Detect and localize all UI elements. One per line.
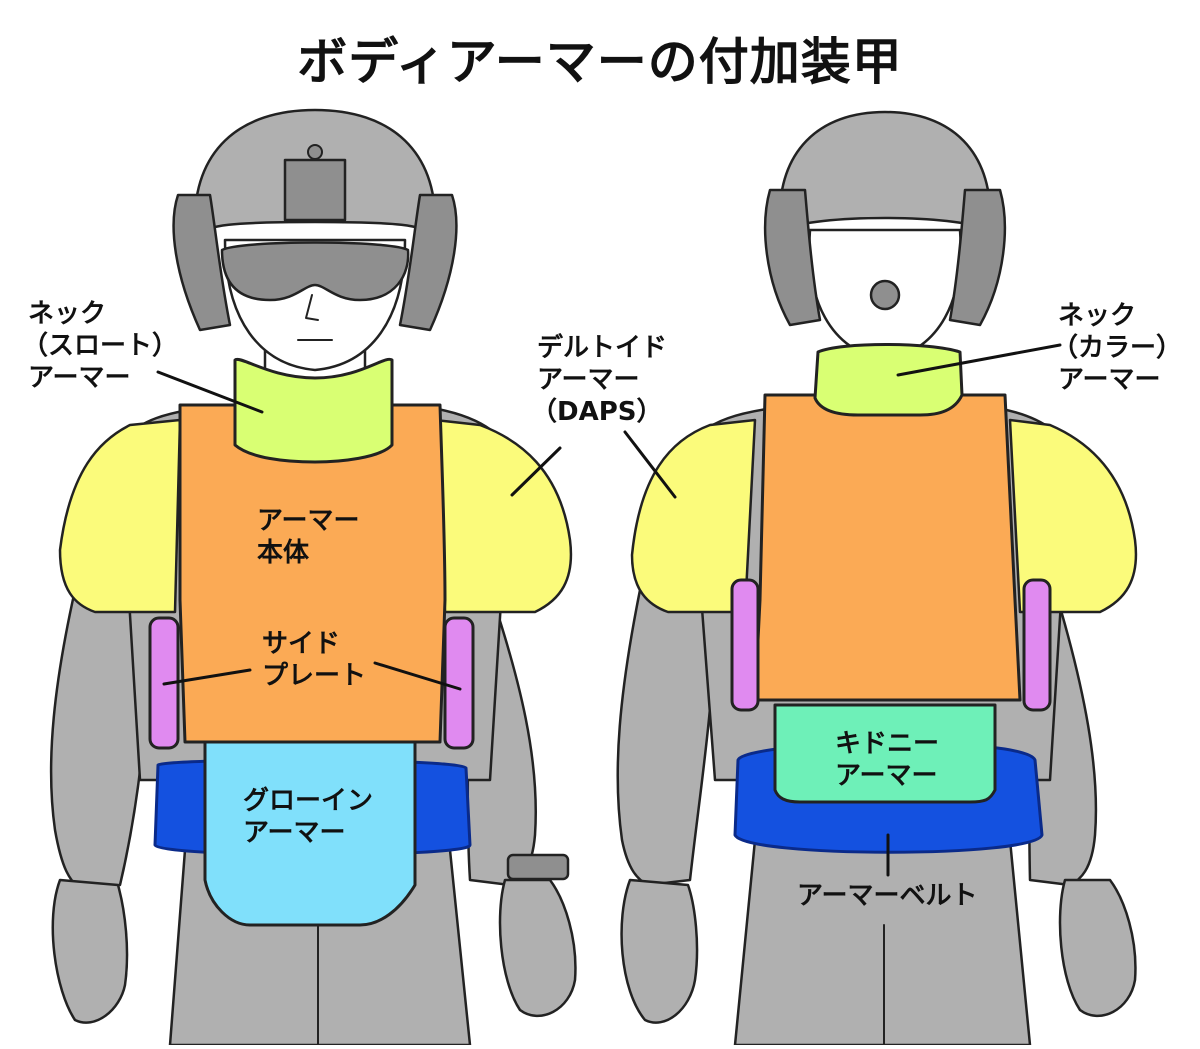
back-deltoid-right <box>1008 418 1138 614</box>
front-neck-armor <box>233 357 394 464</box>
label-side-plate: サイド プレート <box>262 628 366 692</box>
label-line: （DAPS） <box>531 397 663 427</box>
front-right-earcup <box>398 193 458 332</box>
front-deltoid-left <box>58 418 182 614</box>
label-line: ネック <box>28 299 107 329</box>
front-helmet-mount <box>283 158 347 222</box>
front-figure <box>49 108 577 1047</box>
label-line: キドニー <box>835 729 940 759</box>
label-line: アーマー <box>537 365 640 395</box>
front-face-nose <box>305 294 319 321</box>
front-right-glove <box>498 878 577 1018</box>
back-kidney-armor <box>773 703 997 804</box>
label-deltoid-armor: デルトイド アーマー （DAPS） <box>531 332 668 428</box>
leader-neck-throat <box>156 370 264 414</box>
front-armor-body <box>178 403 447 744</box>
label-line: グローイン <box>243 786 374 816</box>
back-left-glove <box>620 878 699 1024</box>
front-helmet-mount-dot <box>307 144 323 160</box>
back-deltoid-left <box>630 418 757 614</box>
back-helmet <box>778 110 992 232</box>
back-side-plate-left <box>730 578 760 712</box>
label-groin-armor: グローイン アーマー <box>243 785 373 849</box>
label-line: ネック <box>1058 301 1137 331</box>
front-groin-armor <box>203 740 417 927</box>
front-left-earcup <box>172 193 232 332</box>
back-legs <box>733 838 1032 1047</box>
back-right-glove <box>1058 878 1137 1018</box>
back-helmet-strap-knob <box>869 279 901 311</box>
label-line: アーマー <box>257 506 360 536</box>
leader-side-plate-right <box>373 661 462 691</box>
back-figure <box>616 110 1138 1047</box>
front-watch <box>506 853 570 881</box>
label-neck-collar-armor: ネック （カラー） アーマー <box>1052 300 1182 396</box>
front-side-plate-right <box>443 616 475 750</box>
front-deltoid-right <box>433 418 573 614</box>
label-neck-throat-armor: ネック （スロート） アーマー <box>22 298 178 394</box>
back-armor-body <box>753 393 1022 702</box>
label-armor-body: アーマー 本体 <box>257 505 359 569</box>
label-line: サイド <box>262 629 341 659</box>
label-kidney-armor: キドニー アーマー <box>835 728 939 792</box>
label-line: アーマーベルト <box>797 881 978 911</box>
label-line: （カラー） <box>1052 333 1183 363</box>
label-line: アーマー <box>835 761 938 791</box>
back-neck-collar <box>813 343 964 417</box>
label-armor-belt: アーマーベルト <box>797 880 977 912</box>
leader-lines <box>156 343 1062 877</box>
label-line: アーマー <box>1058 365 1161 395</box>
front-left-glove <box>51 878 129 1024</box>
page-title: ボディアーマーの付加装甲 <box>297 33 903 91</box>
label-line: デルトイド <box>537 333 668 363</box>
label-line: （スロート） <box>22 331 179 361</box>
leader-neck-collar <box>896 343 1062 377</box>
label-line: アーマー <box>28 363 131 393</box>
back-left-earcup <box>763 188 822 327</box>
label-line: プレート <box>262 661 367 691</box>
back-side-plate-right <box>1022 578 1052 712</box>
back-right-earcup <box>948 188 1007 327</box>
front-goggles <box>220 241 410 302</box>
leader-deltoid-front <box>510 446 562 497</box>
label-line: アーマー <box>243 818 346 848</box>
leader-deltoid-back <box>623 430 677 499</box>
label-line: 本体 <box>257 538 310 568</box>
back-left-arm <box>616 588 717 887</box>
leader-side-plate-left <box>162 668 252 686</box>
